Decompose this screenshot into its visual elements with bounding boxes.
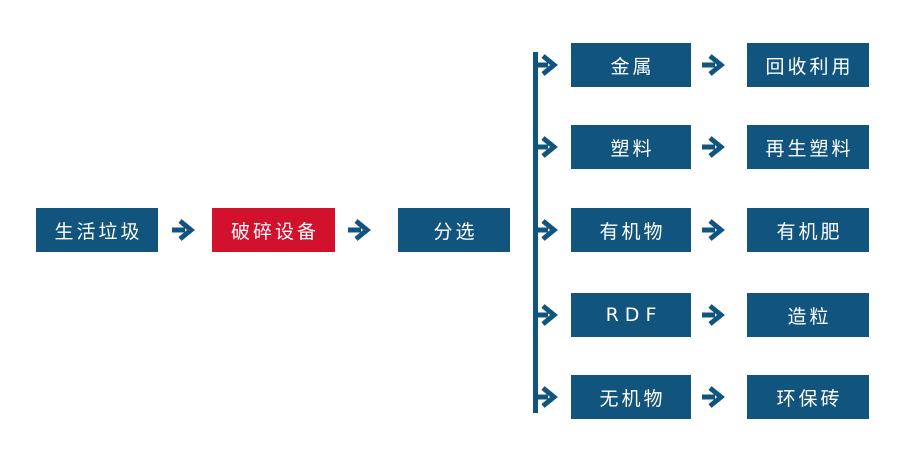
node-eco-brick: 环保砖 [747, 375, 869, 419]
arrow-right-icon [702, 219, 725, 241]
arrow-right-icon [535, 54, 558, 76]
node-sorting: 分选 [398, 208, 510, 252]
node-recycling-use: 回收利用 [747, 43, 869, 87]
arrow-right-icon [535, 219, 558, 241]
node-rdf: RDF [571, 293, 691, 337]
arrow-right-icon [348, 219, 371, 241]
arrow-right-icon [702, 136, 725, 158]
node-metal: 金属 [571, 43, 691, 87]
node-recycled-plastic: 再生塑料 [747, 125, 869, 169]
node-plastic: 塑料 [571, 125, 691, 169]
node-granulation: 造粒 [747, 293, 869, 337]
arrow-right-icon [535, 386, 558, 408]
arrow-right-icon [535, 136, 558, 158]
arrow-right-icon [172, 219, 195, 241]
node-organic-matter: 有机物 [571, 208, 691, 252]
arrow-right-icon [702, 386, 725, 408]
node-organic-fertilizer: 有机肥 [747, 208, 869, 252]
node-inorganic-matter: 无机物 [571, 375, 691, 419]
node-household-waste: 生活垃圾 [36, 208, 158, 252]
arrow-right-icon [535, 304, 558, 326]
arrow-right-icon [702, 54, 725, 76]
arrow-right-icon [702, 304, 725, 326]
node-crushing-equipment: 破碎设备 [212, 208, 335, 252]
